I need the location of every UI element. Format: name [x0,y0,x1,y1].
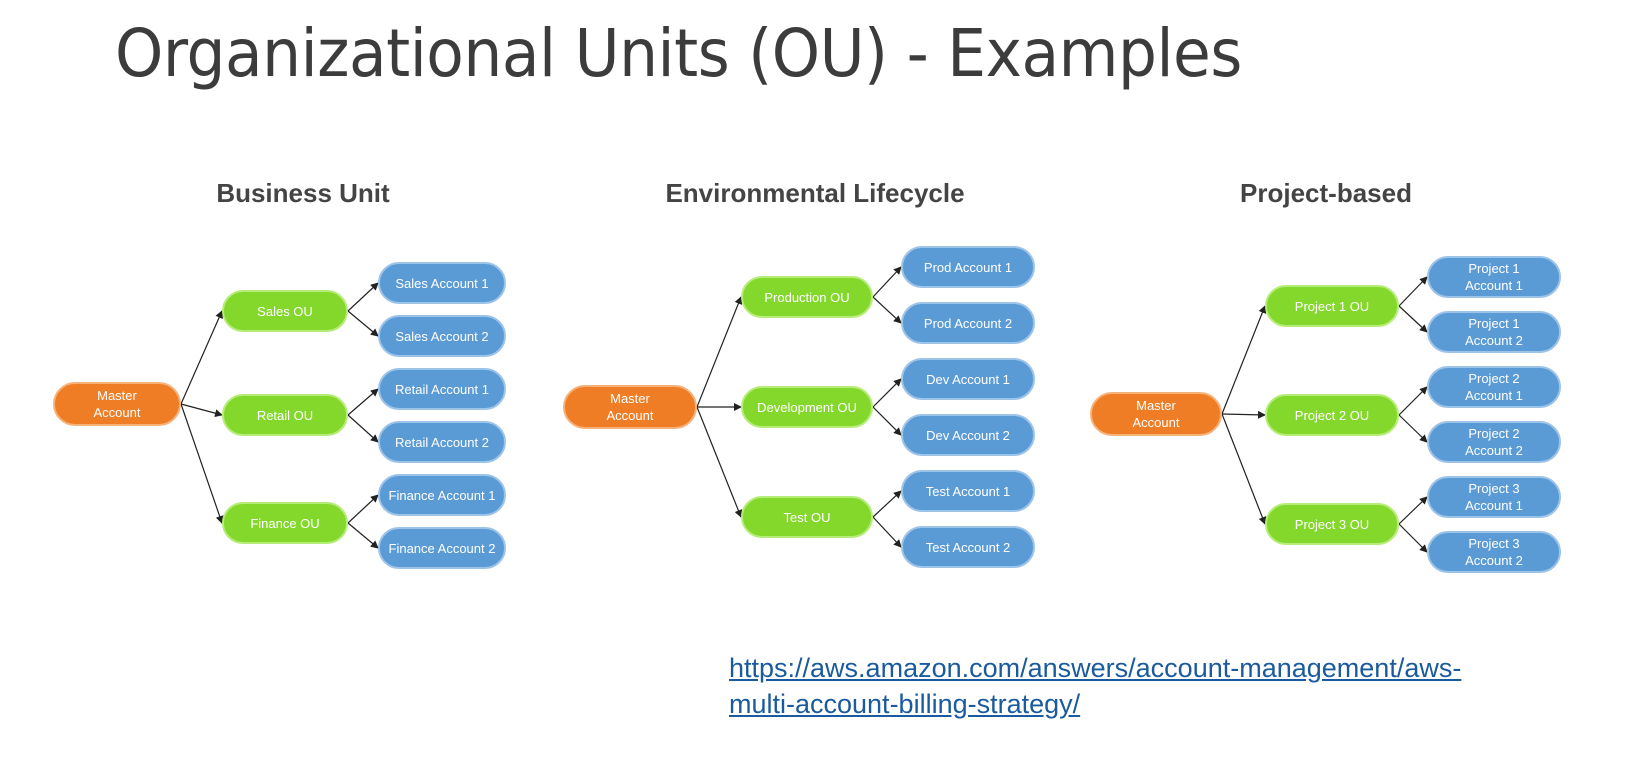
business-unit-account-node-3-1: Finance Account 1 [378,474,506,516]
project-based-master-account-node-label: Master Account [1132,398,1180,430]
environmental-lifecycle-ou-node-3-label: Test OU [783,509,831,525]
business-unit-account-node-2-1-label: Retail Account 1 [395,381,489,397]
environmental-lifecycle-root-to-ou-1-arrow [696,296,743,408]
business-unit-account-node-1-2: Sales Account 2 [378,315,506,357]
business-unit-root-to-ou-2-arrow [180,403,223,418]
business-unit-ou-node-3: Finance OU [222,502,348,544]
environmental-lifecycle-ou-node-3: Test OU [741,496,873,538]
environmental-lifecycle-master-account-node-label: Master Account [606,391,654,423]
environmental-lifecycle-account-node-3-2: Test Account 2 [901,526,1035,568]
business-unit-account-node-3-2-label: Finance Account 2 [388,540,496,556]
project-based-root-to-ou-1-arrow [1221,305,1267,415]
environmental-lifecycle-account-node-3-1-label: Test Account 1 [925,483,1011,499]
business-unit-ou-1-to-account-2-arrow [347,310,379,337]
business-unit-ou-node-1: Sales OU [222,290,348,332]
environmental-lifecycle-account-node-1-2-label: Prod Account 2 [923,315,1013,331]
environmental-lifecycle-ou-1-to-account-1-arrow [872,266,902,298]
environmental-lifecycle-account-node-1-1: Prod Account 1 [901,246,1035,288]
project-based-account-node-3-1-label: Project 3 Account 1 [1465,481,1523,513]
business-unit-ou-node-2-label: Retail OU [256,407,314,423]
diagram-title-project-based: Project-based [1240,178,1412,208]
project-based-root-to-ou-3-arrow [1221,413,1267,525]
project-based-ou-1-to-account-2-arrow [1398,305,1428,333]
project-based-account-node-1-2-label: Project 1 Account 2 [1465,316,1523,348]
project-based-ou-node-1: Project 1 OU [1265,285,1399,327]
business-unit-account-node-1-1-label: Sales Account 1 [395,275,489,291]
environmental-lifecycle-account-node-2-2: Dev Account 2 [901,414,1035,456]
business-unit-ou-3-to-account-1-arrow [347,494,379,524]
reference-link-line-1[interactable]: https://aws.amazon.com/answers/account-m… [729,653,1462,683]
project-based-root-to-ou-2-arrow [1221,410,1266,419]
business-unit-ou-node-2: Retail OU [222,394,348,436]
environmental-lifecycle-account-node-3-2-label: Test Account 2 [925,539,1011,555]
project-based-account-node-1-1: Project 1 Account 1 [1427,256,1561,298]
business-unit-account-node-1-1: Sales Account 1 [378,262,506,304]
slide-title: Organizational Units (OU) - Examples [115,15,1242,92]
environmental-lifecycle-ou-3-to-account-1-arrow [872,490,902,518]
business-unit-ou-2-to-account-2-arrow [347,414,379,443]
project-based-account-node-1-2: Project 1 Account 2 [1427,311,1561,353]
environmental-lifecycle-ou-3-to-account-2-arrow [872,516,902,548]
project-based-master-account-node: Master Account [1090,392,1222,436]
business-unit-account-node-3-2: Finance Account 2 [378,527,506,569]
project-based-account-node-2-1: Project 2 Account 1 [1427,366,1561,408]
business-unit-root-to-ou-3-arrow [180,403,224,524]
environmental-lifecycle-ou-2-to-account-1-arrow [872,378,902,408]
environmental-lifecycle-account-node-1-1-label: Prod Account 1 [923,259,1013,275]
project-based-ou-node-3-label: Project 3 OU [1294,516,1370,532]
project-based-account-node-2-2-label: Project 2 Account 2 [1465,426,1523,458]
environmental-lifecycle-account-node-2-1-label: Dev Account 1 [926,371,1010,387]
project-based-ou-1-to-account-1-arrow [1398,276,1428,307]
project-based-account-node-3-2: Project 3 Account 2 [1427,531,1561,573]
environmental-lifecycle-account-node-3-1: Test Account 1 [901,470,1035,512]
business-unit-master-account-node-label: Master Account [93,388,141,420]
environmental-lifecycle-ou-2-to-account-2-arrow [872,406,902,436]
project-based-ou-node-1-label: Project 1 OU [1294,298,1370,314]
business-unit-account-node-2-2: Retail Account 2 [378,421,506,463]
environmental-lifecycle-account-node-1-2: Prod Account 2 [901,302,1035,344]
business-unit-ou-node-1-label: Sales OU [257,303,313,319]
environmental-lifecycle-account-node-2-1: Dev Account 1 [901,358,1035,400]
business-unit-ou-node-3-label: Finance OU [250,515,320,531]
reference-link-line-2[interactable]: multi-account-billing-strategy/ [729,689,1081,719]
project-based-account-node-1-1-label: Project 1 Account 1 [1465,261,1523,293]
project-based-ou-3-to-account-2-arrow [1398,523,1428,553]
project-based-ou-2-to-account-2-arrow [1398,414,1428,443]
business-unit-ou-2-to-account-1-arrow [347,388,379,416]
project-based-ou-node-3: Project 3 OU [1265,503,1399,545]
environmental-lifecycle-ou-node-2-label: Development OU [757,399,857,415]
business-unit-account-node-1-2-label: Sales Account 2 [395,328,489,344]
business-unit-master-account-node: Master Account [53,382,181,426]
business-unit-account-node-2-1: Retail Account 1 [378,368,506,410]
environmental-lifecycle-account-node-2-2-label: Dev Account 2 [926,427,1010,443]
environmental-lifecycle-ou-1-to-account-2-arrow [872,296,902,324]
project-based-ou-node-2-label: Project 2 OU [1294,407,1370,423]
project-based-ou-2-to-account-1-arrow [1398,386,1428,416]
business-unit-account-node-2-2-label: Retail Account 2 [395,434,489,450]
environmental-lifecycle-root-to-ou-3-arrow [696,406,743,518]
project-based-account-node-2-2: Project 2 Account 2 [1427,421,1561,463]
project-based-ou-node-2: Project 2 OU [1265,394,1399,436]
business-unit-account-node-3-1-label: Finance Account 1 [388,487,496,503]
business-unit-root-to-ou-1-arrow [180,310,223,405]
environmental-lifecycle-master-account-node: Master Account [563,385,697,429]
project-based-account-node-3-2-label: Project 3 Account 2 [1465,536,1523,568]
diagram-title-business-unit: Business Unit [216,178,390,208]
business-unit-ou-1-to-account-1-arrow [347,282,379,312]
diagram-title-environmental-lifecycle: Environmental Lifecycle [665,178,965,208]
environmental-lifecycle-ou-node-2: Development OU [741,386,873,428]
environmental-lifecycle-ou-node-1-label: Production OU [764,289,850,305]
business-unit-ou-3-to-account-2-arrow [347,522,379,549]
project-based-ou-3-to-account-1-arrow [1398,496,1428,525]
project-based-account-node-3-1: Project 3 Account 1 [1427,476,1561,518]
reference-link[interactable]: https://aws.amazon.com/answers/account-m… [729,650,1529,722]
project-based-account-node-2-1-label: Project 2 Account 1 [1465,371,1523,403]
environmental-lifecycle-ou-node-1: Production OU [741,276,873,318]
